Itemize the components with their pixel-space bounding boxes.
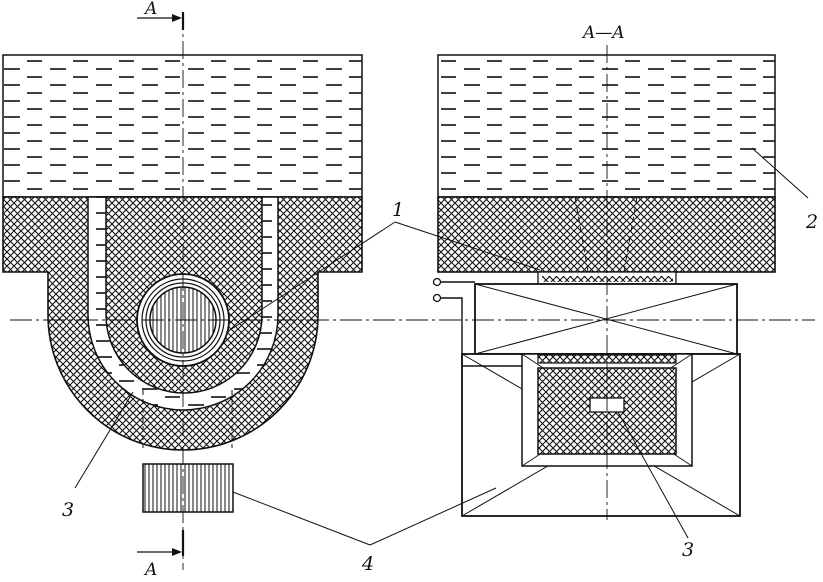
leader-lines (74, 147, 809, 546)
terminal-top-icon (432, 277, 442, 287)
left-yoke-block (142, 463, 234, 513)
upper-coil-cross (474, 283, 738, 355)
callout-1: 1 (392, 199, 404, 221)
section-label-bottom: A (143, 560, 157, 577)
section-label-top: A (143, 0, 157, 19)
callout-4: 4 (361, 553, 374, 575)
left-dashed-bottom (142, 390, 233, 448)
terminal-bottom-icon (432, 293, 442, 303)
lead-wires (441, 281, 522, 367)
right-refractory-block (437, 196, 776, 273)
section-marks (137, 12, 185, 556)
left-metal-bath (2, 54, 363, 198)
right-plate-hatch (542, 276, 673, 282)
right-metal-bath (437, 54, 776, 198)
section-title: A—A (581, 23, 625, 43)
center-lines (10, 12, 815, 570)
callout-2: 2 (805, 211, 818, 233)
callout-3-left: 3 (62, 499, 74, 521)
right-channel-dashed (574, 196, 638, 470)
right-view (432, 54, 776, 517)
callout-3-right: 3 (682, 539, 694, 561)
left-view (2, 54, 363, 513)
